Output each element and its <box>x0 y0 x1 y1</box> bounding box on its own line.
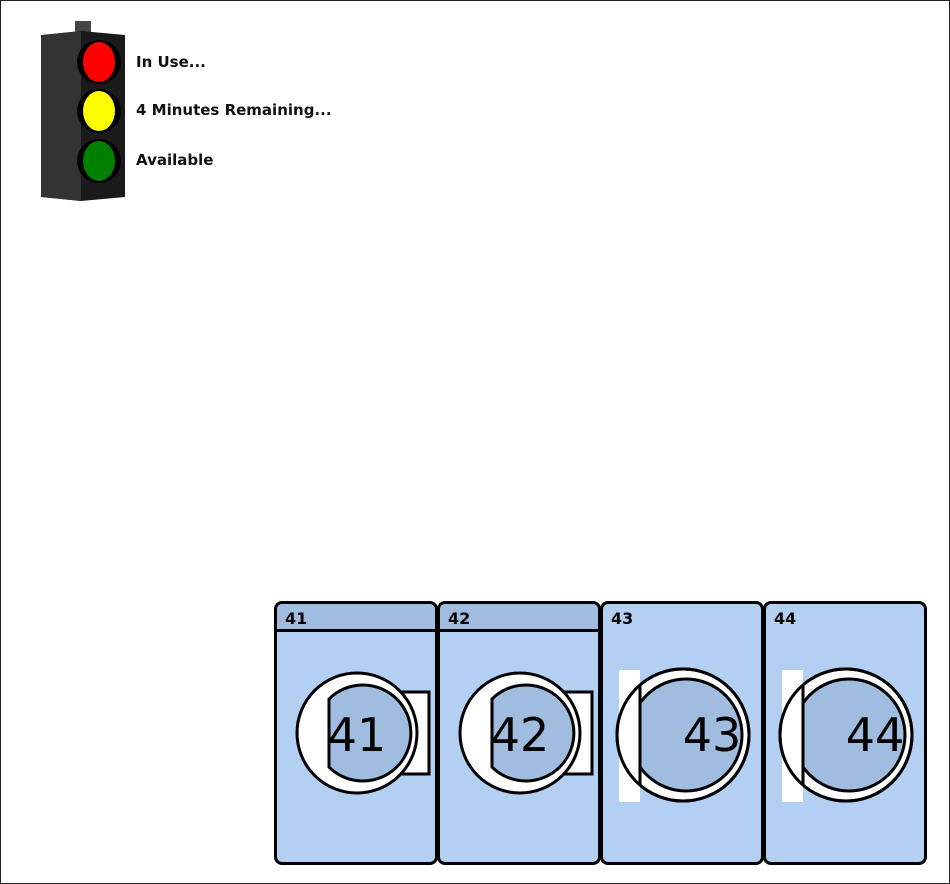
machine-number: 44 <box>774 609 797 628</box>
washer-door-icon <box>295 671 431 795</box>
door-number: 44 <box>845 708 905 762</box>
machine-header: 43 <box>603 604 761 632</box>
green-light-icon <box>83 141 115 181</box>
legend-available: Available <box>136 151 214 169</box>
legend-in-use: In Use... <box>136 53 206 71</box>
legend-minutes-remaining: 4 Minutes Remaining... <box>136 101 332 119</box>
machine-43[interactable]: 43 43 <box>600 601 764 865</box>
door-number: 42 <box>490 708 550 762</box>
traffic-light-icon <box>41 21 125 201</box>
machine-number: 43 <box>611 609 634 628</box>
status-legend: In Use... 4 Minutes Remaining... Availab… <box>41 21 361 211</box>
yellow-light-icon <box>83 91 115 131</box>
washer-door-icon <box>458 671 594 795</box>
door-number: 43 <box>682 708 742 762</box>
machine-42[interactable]: 42 42 <box>437 601 601 865</box>
machine-number: 42 <box>448 609 471 628</box>
machine-44[interactable]: 44 44 <box>763 601 927 865</box>
machine-41[interactable]: 41 41 <box>274 601 438 865</box>
machine-header: 41 <box>277 604 435 632</box>
machine-row: 41 41 42 42 43 <box>274 601 932 865</box>
door-number: 41 <box>327 708 387 762</box>
machine-header: 44 <box>766 604 924 632</box>
machine-header: 42 <box>440 604 598 632</box>
dryer-door-icon <box>778 667 914 803</box>
red-light-icon <box>83 42 115 82</box>
machine-number: 41 <box>285 609 308 628</box>
dryer-door-icon <box>615 667 751 803</box>
